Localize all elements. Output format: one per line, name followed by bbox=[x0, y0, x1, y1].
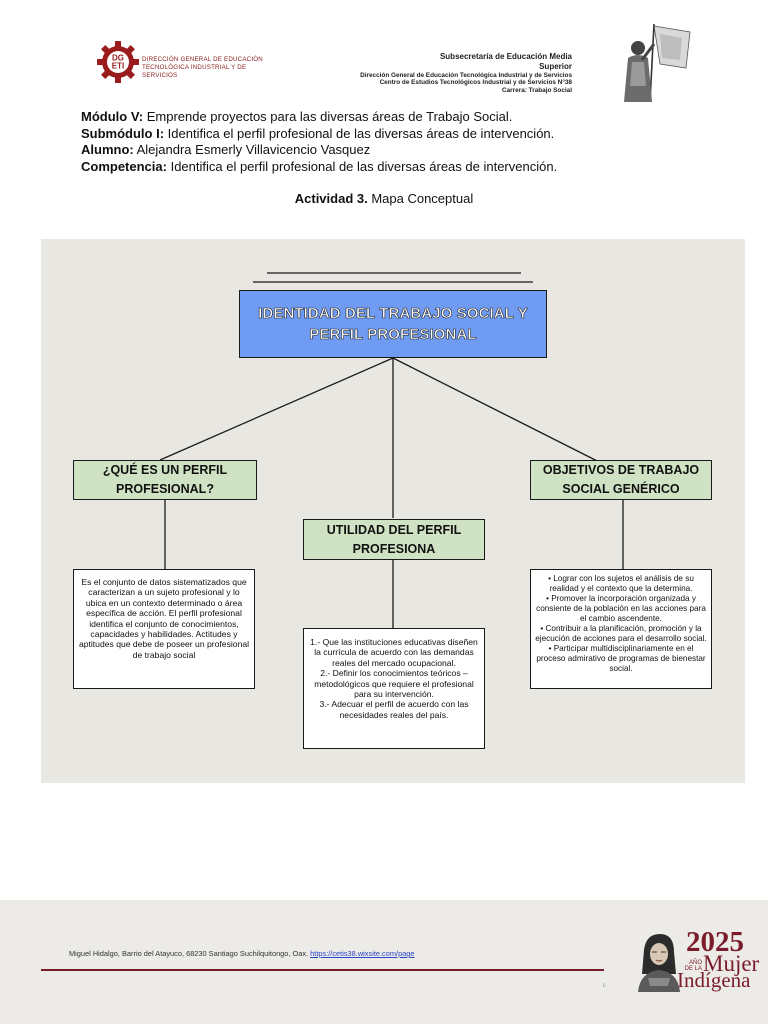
header-line-5: Carrera: Trabajo Social bbox=[360, 87, 572, 94]
modulo-line: Módulo V: Emprende proyectos para las di… bbox=[81, 109, 701, 126]
footer-address: Miguel Hidalgo, Barrio del Atayuco, 6823… bbox=[69, 949, 415, 958]
utilidad-item-1: 1.- Que las instituciones educativas dis… bbox=[308, 637, 480, 668]
objetivo-item-1: • Lograr con los sujetos el análisis de … bbox=[535, 574, 707, 594]
logo-line-2: TECNOLÓGICA INDUSTRIAL Y DE SERVICIOS bbox=[142, 64, 276, 80]
connector-left bbox=[160, 358, 393, 460]
objetivo-item-2: • Promover la incorporación organizada y… bbox=[535, 594, 707, 624]
competencia-value: Identifica el perfil profesional de las … bbox=[167, 159, 557, 174]
objetivos-trabajo-social-box: OBJETIVOS DE TRABAJO SOCIAL GENÉRICO bbox=[530, 460, 712, 500]
competencia-line: Competencia: Identifica el perfil profes… bbox=[81, 159, 701, 176]
main-concept-box: IDENTIDAD DEL TRABAJO SOCIAL Y PERFIL PR… bbox=[239, 290, 547, 358]
main-concept-text: IDENTIDAD DEL TRABAJO SOCIAL Y PERFIL PR… bbox=[258, 303, 528, 345]
indigena-text: Indígena bbox=[677, 969, 750, 991]
footer-rule bbox=[41, 969, 604, 971]
header-line-1: Subsecretaría de Educación Media bbox=[360, 52, 572, 62]
gear-text-2: ETI bbox=[112, 62, 124, 71]
gear-logo-icon: DG ETI bbox=[96, 40, 140, 84]
utilidad-item-3: 3.- Adecuar el perfil de acuerdo con las… bbox=[308, 699, 480, 720]
modulo-value: Emprende proyectos para las diversas áre… bbox=[143, 109, 512, 124]
logo-text: DIRECCIÓN GENERAL DE EDUCACIÓN TECNOLÓGI… bbox=[142, 56, 276, 80]
modulo-label: Módulo V: bbox=[81, 109, 143, 124]
footer-mark: c bbox=[603, 983, 606, 989]
competencia-label: Competencia: bbox=[81, 159, 167, 174]
activity-label: Actividad 3. bbox=[295, 191, 368, 206]
utilidad-list-box: 1.- Que las instituciones educativas dis… bbox=[303, 628, 485, 749]
header-line-4: Centro de Estudios Tecnológicos Industri… bbox=[360, 79, 572, 86]
utilidad-item-2: 2.- Definir los conocimientos teóricos –… bbox=[308, 668, 480, 699]
left-title-line-1: ¿QUÉ ES UN PERFIL bbox=[103, 463, 227, 477]
objetivo-item-4: • Participar multidisciplinariamente en … bbox=[535, 644, 707, 674]
concept-map: IDENTIDAD DEL TRABAJO SOCIAL Y PERFIL PR… bbox=[41, 239, 745, 783]
utilidad-perfil-box: UTILIDAD DEL PERFIL PROFESIONA bbox=[303, 519, 485, 560]
header-line-2: Superior bbox=[360, 62, 572, 72]
perfil-definition-text: Es el conjunto de datos sistematizados q… bbox=[78, 577, 250, 660]
left-title-line-2: PROFESIONAL? bbox=[116, 482, 214, 496]
institution-header: Subsecretaría de Educación Media Superio… bbox=[360, 52, 572, 94]
perfil-definition-box: Es el conjunto de datos sistematizados q… bbox=[73, 569, 255, 689]
perfil-profesional-box: ¿QUÉ ES UN PERFIL PROFESIONAL? bbox=[73, 460, 257, 500]
submodulo-line: Submódulo I: Identifica el perfil profes… bbox=[81, 126, 701, 143]
address-text: Miguel Hidalgo, Barrio del Atayuco, 6823… bbox=[69, 949, 310, 958]
alumno-value: Alejandra Esmerly Villavicencio Vasquez bbox=[134, 142, 371, 157]
right-title-line-1: OBJETIVOS DE TRABAJO bbox=[543, 463, 699, 477]
objetivo-item-3: • Contribuir a la planificación, promoci… bbox=[535, 624, 707, 644]
website-link[interactable]: https://cetis38.wixsite.com/page bbox=[310, 949, 414, 958]
submodulo-value: Identifica el perfil profesional de las … bbox=[164, 126, 554, 141]
activity-title: Actividad 3. Mapa Conceptual bbox=[0, 191, 768, 206]
assignment-info: Módulo V: Emprende proyectos para las di… bbox=[81, 109, 701, 175]
objetivos-list-box: • Lograr con los sujetos el análisis de … bbox=[530, 569, 712, 689]
dgeti-logo: DG ETI DIRECCIÓN GENERAL DE EDUCACIÓN TE… bbox=[96, 40, 276, 88]
middle-title-line-1: UTILIDAD DEL PERFIL bbox=[327, 523, 462, 537]
right-title-line-2: SOCIAL GENÉRICO bbox=[562, 482, 679, 496]
woman-with-flag-illustration bbox=[620, 22, 692, 104]
alumno-label: Alumno: bbox=[81, 142, 134, 157]
main-concept-line-1: IDENTIDAD DEL TRABAJO SOCIAL Y bbox=[258, 305, 528, 322]
activity-value: Mapa Conceptual bbox=[368, 191, 474, 206]
main-concept-line-2: PERFIL PROFESIONAL bbox=[309, 326, 476, 343]
connector-right bbox=[393, 358, 623, 474]
logo-line-1: DIRECCIÓN GENERAL DE EDUCACIÓN bbox=[142, 56, 276, 64]
submodulo-label: Submódulo I: bbox=[81, 126, 164, 141]
alumno-line: Alumno: Alejandra Esmerly Villavicencio … bbox=[81, 142, 701, 159]
middle-title-line-2: PROFESIONA bbox=[353, 542, 436, 556]
